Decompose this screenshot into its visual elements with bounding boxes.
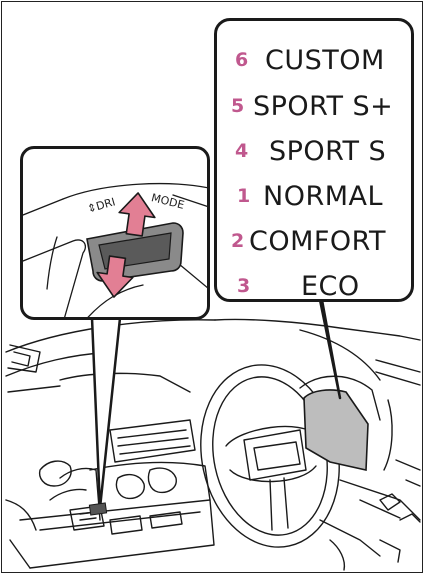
drive-mode-list-panel: 6 CUSTOM 5 SPORT S+ 4 SPORT S 1 NORMAL 2… — [214, 18, 414, 302]
mode-number: 4 — [235, 140, 248, 162]
console-switch-highlight — [89, 503, 106, 515]
mode-label: NORMAL — [263, 181, 383, 212]
mode-row-sport-s: 4 SPORT S — [217, 134, 417, 168]
mode-row-eco: 3 ECO — [217, 269, 417, 303]
mode-number: 3 — [237, 275, 250, 297]
drive-mode-switch-closeup: ⇕DRI MODE — [20, 146, 210, 320]
mode-label: ECO — [301, 271, 360, 302]
mode-label: COMFORT — [249, 226, 386, 257]
mode-label: SPORT S — [269, 136, 386, 167]
mode-number: 5 — [231, 95, 244, 117]
mode-row-sport-s-plus: 5 SPORT S+ — [217, 89, 417, 123]
mode-number: 6 — [235, 49, 248, 71]
mode-row-normal: 1 NORMAL — [217, 179, 417, 213]
mode-row-comfort: 2 COMFORT — [217, 224, 417, 258]
switch-closeup-drawing — [23, 149, 210, 320]
mode-number: 2 — [231, 230, 244, 252]
mode-label: SPORT S+ — [253, 91, 393, 122]
mode-label: CUSTOM — [265, 45, 385, 76]
meter-display-highlight — [304, 390, 368, 470]
mode-number: 1 — [237, 185, 250, 207]
mode-row-custom: 6 CUSTOM — [217, 43, 417, 77]
mode-panel-callout-pointer — [320, 300, 340, 398]
